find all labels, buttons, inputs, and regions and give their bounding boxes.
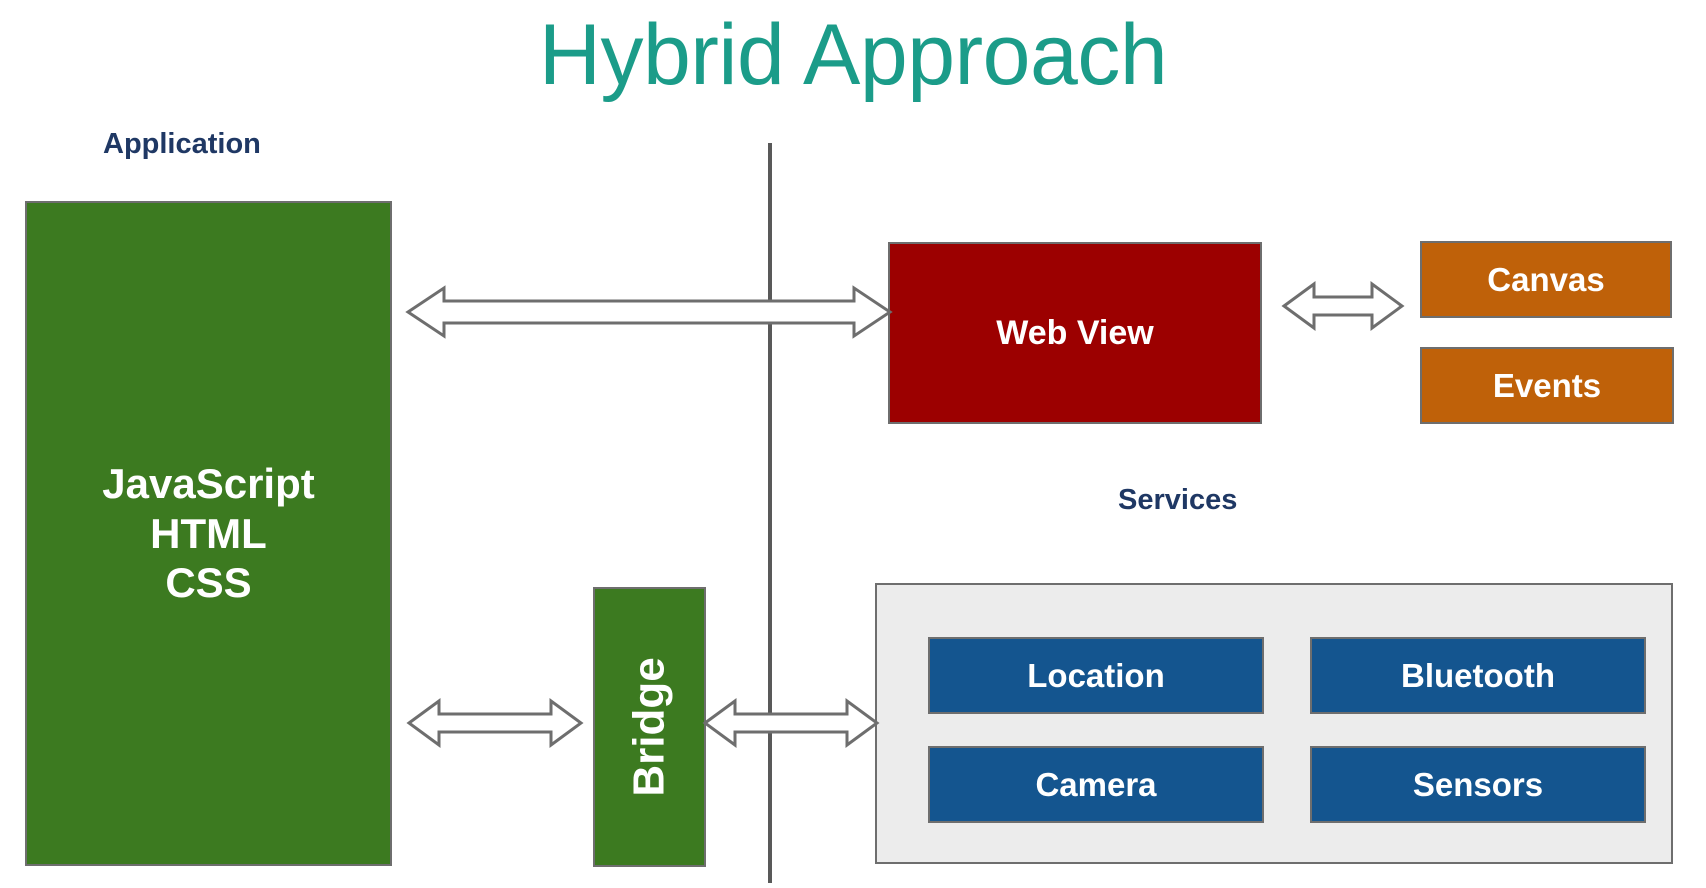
events-box-label: Events [1492,366,1602,404]
bridge-box-label: Bridge [624,657,674,797]
service-box-label-sensors: Sensors [1412,765,1544,803]
events-box[interactable]: Events [1420,347,1674,424]
bridge-box[interactable]: Bridge [593,587,706,867]
native-web-boundary-divider [768,143,772,883]
arrow-application-to-bridge [406,698,584,748]
application-box[interactable]: JavaScript HTML CSS [25,201,392,866]
page-title: Hybrid Approach [538,7,1168,103]
application-stack-line-css: CSS [165,559,252,607]
webview-box[interactable]: Web View [888,242,1262,424]
webview-box-label: Web View [996,313,1154,352]
application-caption: Application [103,128,261,160]
application-tech-stack: JavaScript HTML CSS [102,459,314,608]
application-stack-line-html: HTML [150,509,267,557]
arrow-webview-to-accessories [1281,281,1405,331]
arrow-bridge-to-services [702,698,880,748]
service-box-label-camera: Camera [1035,765,1157,803]
service-box-sensors[interactable]: Sensors [1310,746,1646,823]
services-caption: Services [1118,484,1238,516]
service-box-label-location: Location [1027,656,1165,694]
service-box-label-bluetooth: Bluetooth [1401,656,1555,694]
canvas-box-label: Canvas [1487,260,1605,298]
application-stack-line-javascript: JavaScript [102,460,315,508]
service-box-bluetooth[interactable]: Bluetooth [1310,637,1646,714]
service-box-location[interactable]: Location [928,637,1264,714]
arrow-application-to-webview [405,285,893,339]
service-box-camera[interactable]: Camera [928,746,1264,823]
canvas-box[interactable]: Canvas [1420,241,1672,318]
